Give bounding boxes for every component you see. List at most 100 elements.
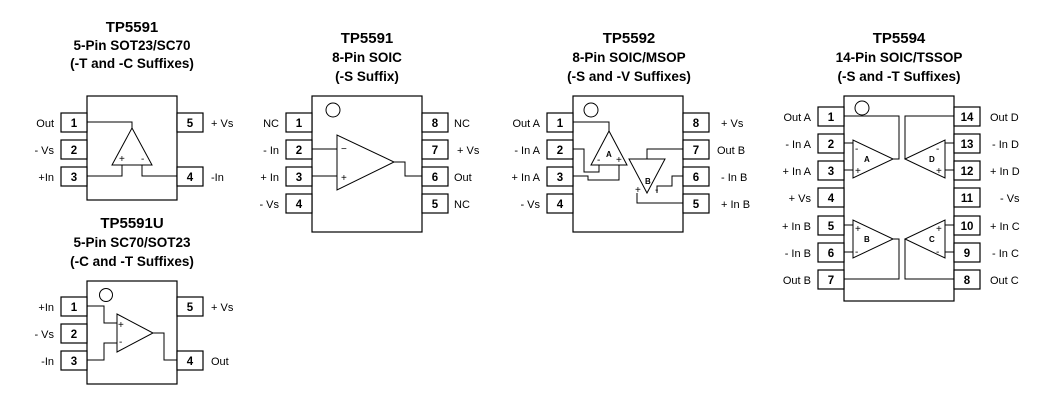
pin-number: 4: [187, 356, 194, 368]
pin-number: 7: [828, 275, 834, 287]
package-tp5591u-sc70: TP5591U 5-Pin SC70/SOT23 (-C and -T Suff…: [34, 215, 234, 385]
package-type: 5-Pin SOT23/SC70: [73, 38, 190, 53]
pin-number: 2: [828, 139, 834, 151]
pin-number: 1: [71, 118, 78, 130]
pin-number: 4: [557, 199, 564, 211]
pin-label: + In A: [512, 172, 541, 184]
pin-number: 2: [71, 329, 77, 341]
pin-label: Out: [211, 356, 229, 368]
pin-label: - In B: [785, 248, 811, 260]
pin-number: 3: [71, 172, 77, 184]
wire: [646, 148, 683, 159]
minus-sign: −: [341, 144, 347, 155]
package-type: 14-Pin SOIC/TSSOP: [836, 50, 963, 65]
pin-number: 2: [296, 145, 302, 157]
wire: [573, 165, 620, 181]
pin-number: 1: [557, 118, 564, 130]
plus-sign: +: [341, 173, 347, 184]
pin-label: Out C: [990, 275, 1019, 287]
pin-number: 3: [296, 172, 302, 184]
pin-box: [682, 112, 710, 133]
pin-label: + Vs: [211, 302, 234, 314]
pin-label: - Vs: [34, 145, 54, 157]
pin-label: -In: [41, 356, 54, 368]
wire: [656, 175, 683, 193]
pin-number: 5: [693, 199, 700, 211]
wire: [573, 121, 610, 131]
pin-number: 13: [961, 139, 974, 151]
pin-number: 2: [557, 145, 563, 157]
pin-number: 12: [961, 166, 974, 178]
pin-number: 10: [961, 221, 974, 233]
plus-sign: +: [855, 224, 861, 235]
pin-label: Out: [454, 172, 472, 184]
pin-label: - Vs: [1000, 193, 1020, 205]
pin-label: - In D: [992, 139, 1019, 151]
pin-number: 4: [187, 172, 194, 184]
plus-sign: +: [855, 166, 861, 177]
opamp-symbol: [116, 313, 155, 353]
pin-label: - In A: [514, 145, 540, 157]
pin-box: [421, 112, 449, 133]
package-type: 5-Pin SC70/SOT23: [73, 235, 191, 250]
package-suffix: (-C and -T Suffixes): [70, 254, 194, 269]
minus-sign: -: [855, 247, 858, 258]
pin-label: - Vs: [34, 329, 54, 341]
pin-number: 6: [828, 248, 834, 260]
plus-sign: +: [936, 166, 942, 177]
pin-number: 5: [828, 221, 835, 233]
package-type: 8-Pin SOIC: [332, 50, 402, 65]
pin1-marker: [583, 102, 599, 118]
pin-label: - Vs: [520, 199, 540, 211]
pin-box: [546, 193, 574, 214]
wire: [87, 121, 133, 128]
wire: [636, 193, 683, 204]
pin-label: +In: [38, 172, 54, 184]
minus-sign: -: [855, 144, 858, 155]
pin-label: + In B: [782, 221, 811, 233]
pin1-marker: [99, 288, 113, 302]
pin-number: 8: [432, 118, 439, 130]
pin-number: 5: [187, 118, 194, 130]
pin-box: [285, 112, 313, 133]
pin1-marker: [325, 102, 341, 118]
pin-label: Out B: [717, 145, 745, 157]
pin-label: Out: [36, 118, 54, 130]
wire: [904, 115, 954, 159]
pin-label: + Vs: [457, 145, 480, 157]
minus-sign: -: [936, 144, 939, 155]
pin-label: NC: [454, 199, 470, 211]
opamp-a-symbol: [590, 129, 628, 166]
minus-sign: -: [141, 154, 144, 165]
package-tp5592-soic8: TP5592 8-Pin SOIC/MSOP (-S and -V Suffix…: [512, 30, 750, 233]
pin-label: Out A: [783, 112, 811, 124]
pin-number: 1: [296, 118, 303, 130]
opamp-b-symbol: [852, 219, 895, 259]
pin-label: + In D: [990, 166, 1020, 178]
pin-box: [285, 193, 313, 214]
pin-label: + Vs: [211, 118, 234, 130]
pin-box: [176, 296, 204, 317]
pin-label: +In: [38, 302, 54, 314]
pin-label: + In C: [990, 221, 1020, 233]
package-type: 8-Pin SOIC/MSOP: [572, 50, 685, 65]
package-suffix: (-S and -V Suffixes): [567, 69, 691, 84]
pin-number: 4: [296, 199, 303, 211]
pin-box: [817, 187, 845, 208]
wire: [153, 332, 177, 361]
minus-sign: -: [936, 247, 939, 258]
plus-sign: +: [936, 224, 942, 235]
package-suffix: (-T and -C Suffixes): [70, 56, 194, 71]
minus-sign: -: [119, 337, 122, 348]
package-title: TP5591: [106, 19, 159, 36]
wire: [87, 342, 117, 361]
wire: [844, 238, 900, 280]
amp-label: C: [929, 235, 935, 244]
package-title: TP5591U: [100, 215, 163, 232]
pin-number: 1: [71, 302, 78, 314]
package-tp5591-sot23: TP5591 5-Pin SOT23/SC70 (-T and -C Suffi…: [34, 19, 234, 201]
wire: [573, 148, 600, 173]
opamp-c-symbol: [903, 219, 946, 259]
wire: [394, 161, 422, 177]
amp-label: D: [929, 155, 935, 164]
